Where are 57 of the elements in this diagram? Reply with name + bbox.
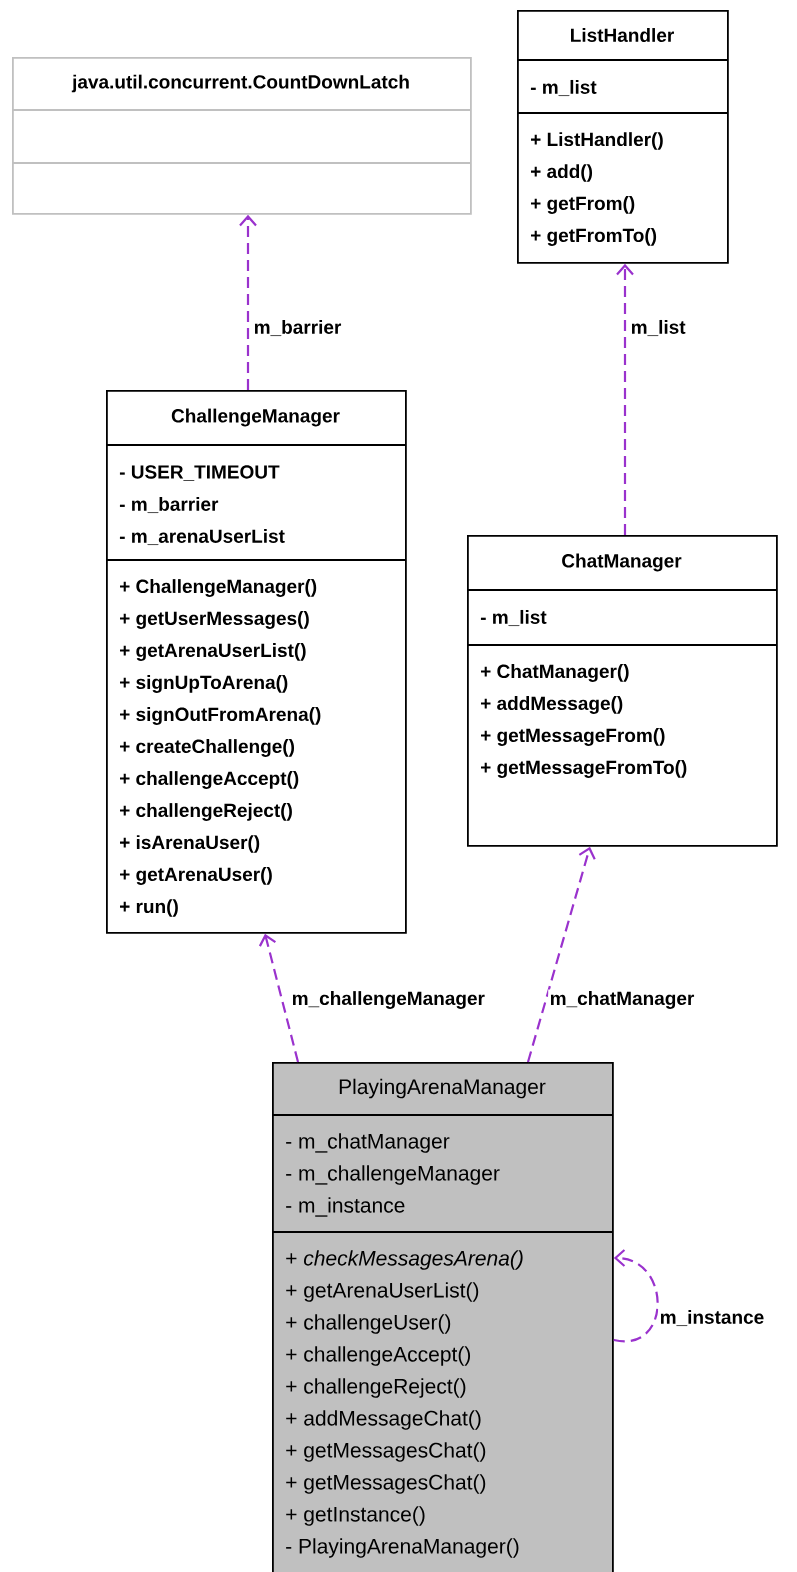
attribute-text: - m_chatManager bbox=[286, 1133, 450, 1153]
method-text: + ChallengeManager() bbox=[120, 579, 317, 597]
method-text: + addMessage() bbox=[481, 696, 623, 714]
arrow bbox=[239, 214, 257, 390]
class-name: ChatManager bbox=[562, 553, 682, 572]
class-name: ListHandler bbox=[571, 28, 674, 42]
arrow bbox=[616, 263, 634, 535]
attribute-text: - m_challengeManager bbox=[286, 1165, 500, 1185]
attribute-text: - USER_TIMEOUT bbox=[119, 465, 280, 481]
method-text: + ListHandler() bbox=[531, 132, 663, 150]
method-text: + getArenaUserList() bbox=[286, 1282, 479, 1302]
method-text: + getMessagesChat() bbox=[286, 1442, 486, 1462]
method-text: + getMessageFromTo() bbox=[481, 760, 687, 778]
method-text: + getFromTo() bbox=[531, 228, 657, 246]
class-name: java.util.concurrent.CountDownLatch bbox=[71, 74, 409, 93]
method-text: + signUpToArena() bbox=[120, 675, 288, 693]
class-box bbox=[271, 1062, 614, 1572]
method-text: + signOutFromArena() bbox=[120, 707, 321, 725]
method-text: + challengeAccept() bbox=[286, 1346, 471, 1366]
method-text: - PlayingArenaManager() bbox=[286, 1538, 519, 1558]
method-text: + createChallenge() bbox=[120, 739, 295, 757]
class-box bbox=[516, 10, 729, 264]
method-text: + challengeUser() bbox=[286, 1314, 451, 1334]
edge-label: m_barrier bbox=[252, 318, 343, 338]
class-box bbox=[11, 57, 472, 215]
attribute-text: - m_arenaUserList bbox=[119, 528, 285, 546]
attribute-text: - m_barrier bbox=[119, 496, 219, 514]
method-text: + getFrom() bbox=[531, 196, 635, 214]
method-text: + getInstance() bbox=[286, 1506, 425, 1526]
arrow bbox=[526, 846, 596, 1063]
edge-label: m_list bbox=[629, 318, 688, 338]
method-text: + checkMessagesArena() bbox=[286, 1250, 523, 1270]
arrow bbox=[613, 1249, 659, 1343]
attribute-text: - m_list bbox=[480, 609, 547, 627]
arrow bbox=[258, 933, 300, 1063]
edge-label: m_chatManager bbox=[548, 989, 696, 1011]
method-text: + isArenaUser() bbox=[120, 835, 260, 853]
method-text: + ChatManager() bbox=[481, 664, 629, 682]
method-text: + getUserMessages() bbox=[120, 611, 309, 629]
method-text: + addMessageChat() bbox=[286, 1410, 481, 1430]
method-text: + getArenaUser() bbox=[120, 867, 272, 885]
class-name: ChallengeManager bbox=[171, 408, 340, 427]
class-box bbox=[105, 390, 407, 934]
method-text: + getArenaUserList() bbox=[120, 643, 306, 661]
method-text: + add() bbox=[531, 164, 593, 182]
class-name: PlayingArenaManager bbox=[339, 1078, 546, 1099]
edge-label: m_instance bbox=[658, 1308, 766, 1328]
class-box bbox=[466, 535, 778, 847]
method-text: + challengeReject() bbox=[120, 803, 292, 821]
method-text: + getMessageFrom() bbox=[481, 728, 665, 746]
method-text: + challengeAccept() bbox=[120, 771, 299, 789]
attribute-text: - m_list bbox=[530, 79, 597, 97]
edge-label: m_challengeManager bbox=[290, 989, 487, 1011]
attribute-text: - m_instance bbox=[286, 1197, 405, 1217]
method-text: + getMessagesChat() bbox=[286, 1474, 486, 1494]
method-text: + challengeReject() bbox=[286, 1378, 466, 1398]
method-text: + run() bbox=[120, 899, 178, 917]
